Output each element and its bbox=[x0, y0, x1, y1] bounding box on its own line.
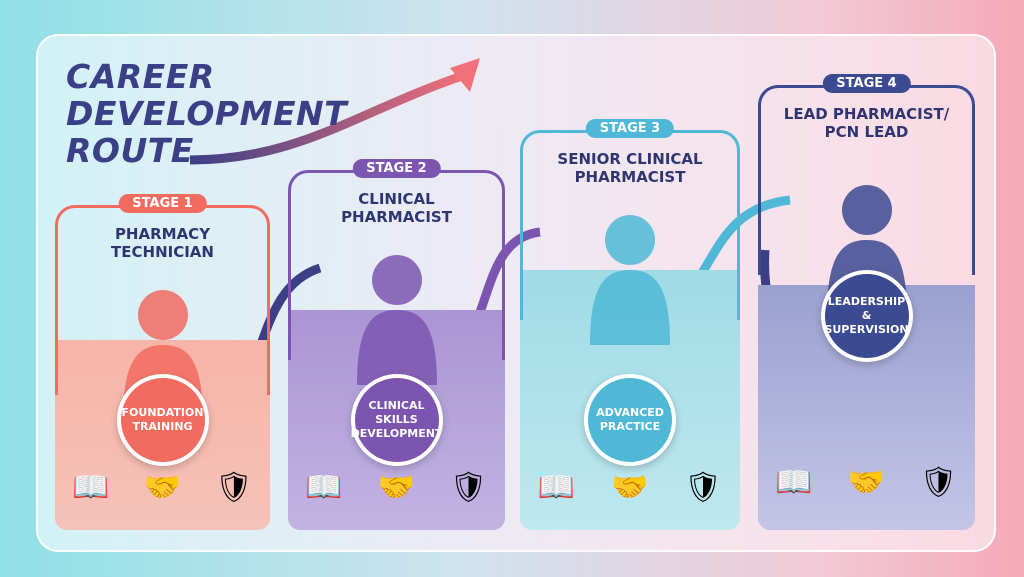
stage-1: STAGE 1 PHARMACY TECHNICIAN FOUNDATION T… bbox=[55, 194, 270, 530]
stage-3: STAGE 3 SENIOR CLINICAL PHARMACIST ADVAN… bbox=[520, 119, 740, 530]
stage-title: CLINICAL PHARMACIST bbox=[341, 190, 452, 226]
shield-cross-icon: 🛡 bbox=[214, 470, 253, 505]
stage-icons-row: 📖 🤝 🛡 bbox=[758, 465, 975, 500]
book-icon: 📖 bbox=[537, 470, 576, 505]
person-icon bbox=[590, 215, 670, 345]
skill-badge: LEADERSHIP & SUPERVISION bbox=[820, 270, 913, 362]
book-icon: 📖 bbox=[72, 470, 110, 505]
skill-badge: CLINICAL SKILLS DEVELOPMENT bbox=[350, 374, 443, 466]
handshake-icon: 🤝 bbox=[610, 470, 649, 505]
stage-icons-row: 📖 🤝 🛡 bbox=[288, 470, 505, 505]
handshake-icon: 🤝 bbox=[143, 470, 181, 505]
title-line-1: CAREER bbox=[66, 57, 215, 96]
stage-4: STAGE 4 LEAD PHARMACIST/ PCN LEAD LEADER… bbox=[758, 74, 975, 530]
skill-badge: ADVANCED PRACTICE bbox=[584, 374, 676, 466]
handshake-icon: 🤝 bbox=[847, 465, 885, 500]
stage-title: LEAD PHARMACIST/ PCN LEAD bbox=[783, 105, 950, 141]
skill-badge: FOUNDATION TRAINING bbox=[116, 374, 209, 466]
book-icon: 📖 bbox=[305, 470, 343, 505]
stage-label: STAGE 4 bbox=[822, 74, 911, 93]
stage-label: STAGE 3 bbox=[585, 119, 675, 138]
title-arrowhead bbox=[450, 58, 480, 92]
stage-title: PHARMACY TECHNICIAN bbox=[111, 225, 214, 261]
handshake-icon: 🤝 bbox=[377, 470, 415, 505]
title-line-2: DEVELOPMENT bbox=[66, 94, 348, 133]
book-icon: 📖 bbox=[775, 465, 813, 500]
stage-icons-row: 📖 🤝 🛡 bbox=[520, 470, 740, 505]
shield-cross-icon: 🛡 bbox=[684, 470, 723, 505]
page-title: CAREER DEVELOPMENT ROUTE bbox=[66, 58, 347, 169]
title-growth-arrow bbox=[189, 70, 467, 165]
shield-cross-icon: 🛡 bbox=[919, 465, 958, 500]
stage-title: SENIOR CLINICAL PHARMACIST bbox=[557, 150, 703, 186]
stage-label: STAGE 2 bbox=[352, 159, 441, 178]
stage-label: STAGE 1 bbox=[118, 194, 207, 213]
shield-cross-icon: 🛡 bbox=[449, 470, 488, 505]
stage-icons-row: 📖 🤝 🛡 bbox=[55, 470, 270, 505]
person-icon bbox=[356, 255, 437, 385]
stage-2: STAGE 2 CLINICAL PHARMACIST CLINICAL SKI… bbox=[288, 159, 505, 530]
title-line-3: ROUTE bbox=[66, 131, 194, 170]
